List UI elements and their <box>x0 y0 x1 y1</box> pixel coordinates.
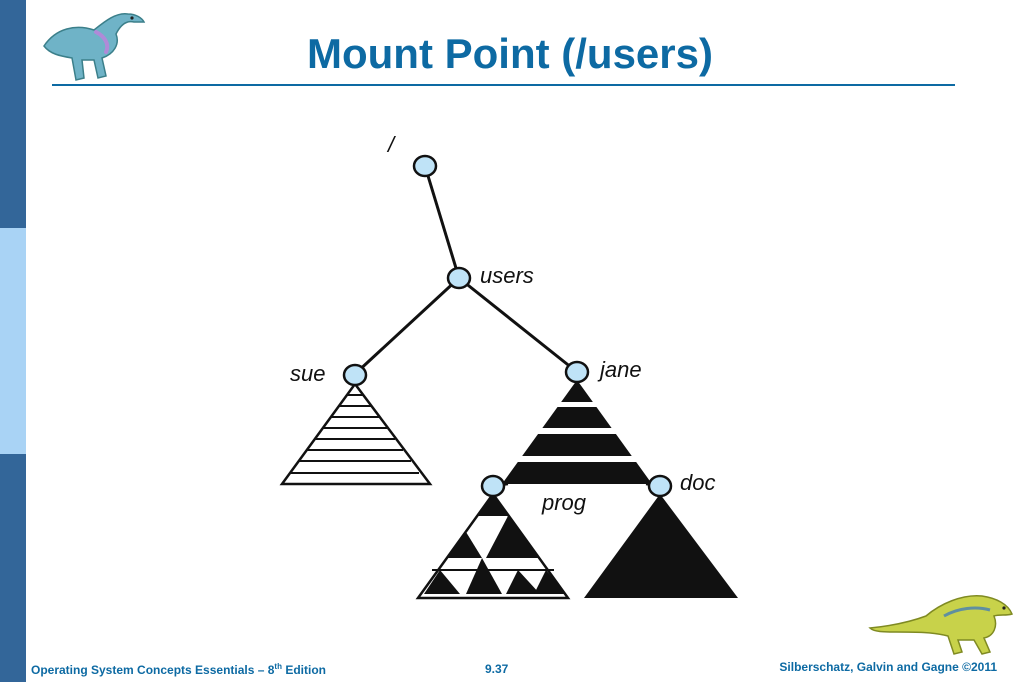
edge-users-sue <box>353 276 461 376</box>
mount-point-tree-diagram: / users sue jane prog doc <box>279 132 738 600</box>
dinosaur-logo-icon <box>43 13 146 81</box>
left-bar-middle <box>0 228 26 454</box>
node-sue <box>342 363 368 387</box>
node-doc <box>647 474 673 498</box>
dinosaur-footer-icon <box>868 595 1013 655</box>
node-jane <box>564 360 590 384</box>
left-bar-top <box>0 0 26 228</box>
label-prog: prog <box>541 490 587 515</box>
prog-subtree <box>415 491 571 600</box>
slide-title: Mount Point (/users) <box>307 30 713 77</box>
footer-page-number: 9.37 <box>485 662 509 676</box>
jane-subtree <box>496 380 658 484</box>
label-jane: jane <box>597 357 642 382</box>
edge-users-jane <box>458 276 578 374</box>
node-prog <box>480 474 506 498</box>
label-users: users <box>480 263 534 288</box>
sue-subtree <box>279 381 433 486</box>
left-bar-bottom <box>0 454 26 682</box>
edge-root-users <box>423 165 461 279</box>
title-divider <box>52 84 955 86</box>
doc-subtree <box>584 494 738 598</box>
node-users <box>446 266 472 290</box>
footer-authors: Silberschatz, Galvin and Gagne ©2011 <box>779 660 997 674</box>
label-sue: sue <box>290 361 325 386</box>
footer-book-title: Operating System Concepts Essentials – 8… <box>31 662 326 677</box>
label-root: / <box>386 132 396 157</box>
node-root <box>412 154 438 178</box>
label-doc: doc <box>680 470 715 495</box>
